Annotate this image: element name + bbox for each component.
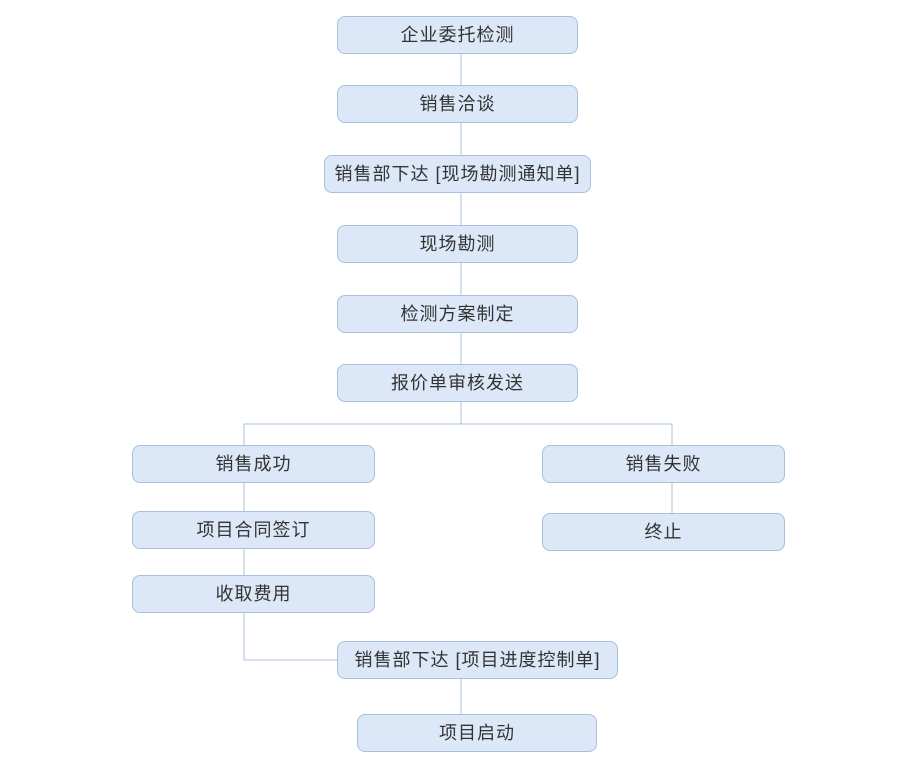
flow-node-contract-signing: 项目合同签订 (132, 511, 375, 549)
flow-node-label: 销售失败 (625, 454, 702, 474)
flow-node-sales-failure: 销售失败 (542, 445, 785, 483)
flow-node-site-survey: 现场勘测 (337, 225, 578, 263)
edge-fee-to-control (243, 613, 337, 661)
flow-node-label: 销售部下达 [现场勘测通知单] (334, 164, 581, 184)
flow-node-project-start: 项目启动 (357, 714, 597, 752)
edge-quotation-to-success (243, 402, 462, 445)
flow-node-terminate: 终止 (542, 513, 785, 551)
flow-node-sales-success: 销售成功 (132, 445, 375, 483)
flow-node-entrust-testing: 企业委托检测 (337, 16, 578, 54)
flow-node-label: 现场勘测 (419, 234, 496, 254)
flow-node-survey-notice: 销售部下达 [现场勘测通知单] (324, 155, 591, 193)
flow-node-sales-negotiation: 销售洽谈 (337, 85, 578, 123)
flow-node-label: 终止 (644, 522, 683, 542)
flow-node-label: 检测方案制定 (400, 304, 515, 324)
flow-node-label: 报价单审核发送 (391, 373, 524, 393)
flow-node-label: 项目合同签订 (196, 520, 311, 540)
flow-node-label: 销售部下达 [项目进度控制单] (354, 650, 601, 670)
flow-node-test-plan: 检测方案制定 (337, 295, 578, 333)
flow-node-label: 项目启动 (439, 723, 515, 743)
flow-node-label: 销售洽谈 (419, 94, 496, 114)
flow-node-label: 销售成功 (215, 454, 292, 474)
flow-node-progress-control: 销售部下达 [项目进度控制单] (337, 641, 618, 679)
edge-quotation-to-failure (460, 402, 673, 445)
flow-node-quotation-review: 报价单审核发送 (337, 364, 578, 402)
flow-node-label: 企业委托检测 (400, 25, 515, 45)
flow-node-fee-collection: 收取费用 (132, 575, 375, 613)
flow-node-label: 收取费用 (215, 584, 292, 604)
